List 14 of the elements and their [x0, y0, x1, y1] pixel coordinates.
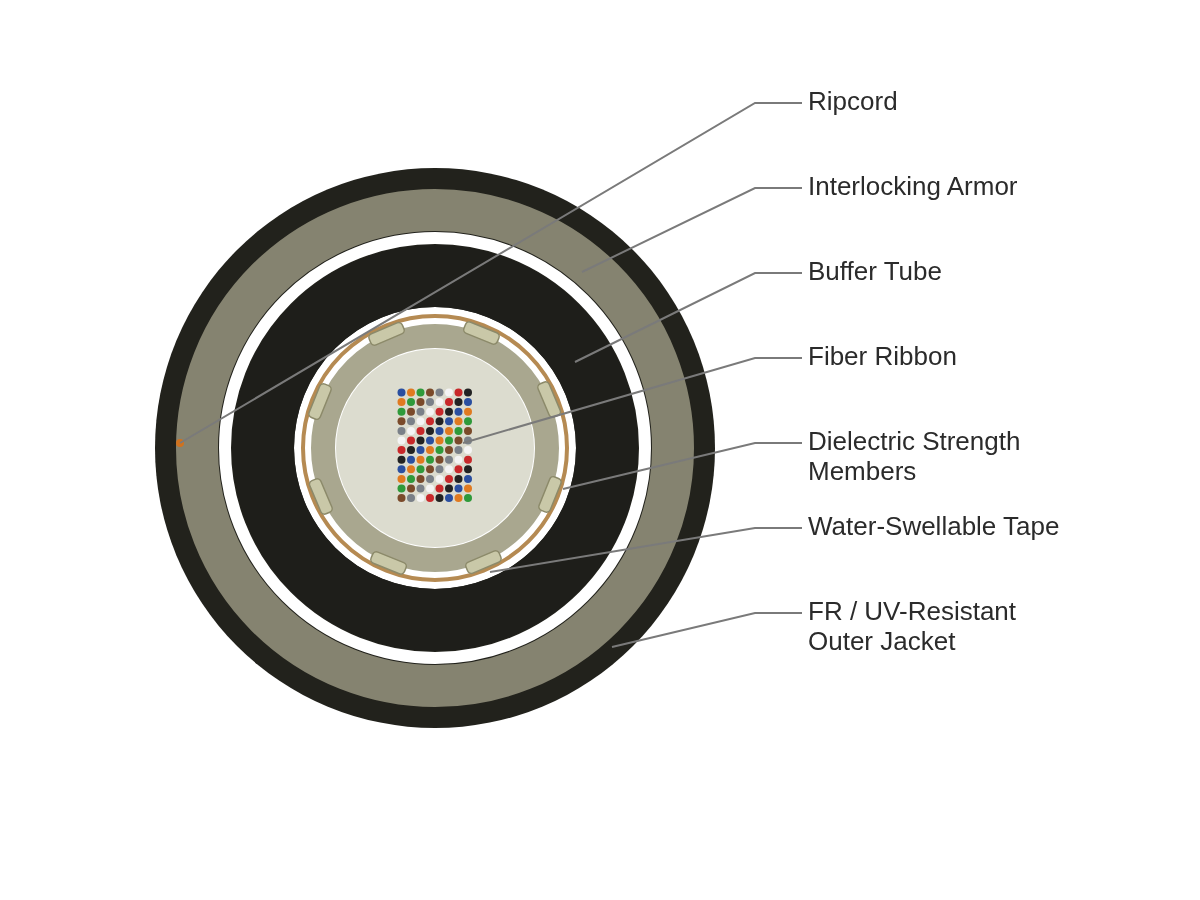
part-label: Interlocking Armor [808, 171, 1078, 201]
part-label: Dielectric Strength Members [808, 426, 1078, 486]
leader-line [562, 442, 803, 490]
part-label: Water-Swellable Tape [808, 511, 1078, 541]
leader-line [462, 357, 803, 444]
part-label: Ripcord [808, 86, 1078, 116]
leader-line [611, 612, 803, 648]
part-label: Fiber Ribbon [808, 341, 1078, 371]
leader-line [574, 272, 803, 363]
leader-line [489, 527, 803, 573]
leader-line [179, 102, 803, 444]
part-label: Buffer Tube [808, 256, 1078, 286]
part-label: FR / UV-Resistant Outer Jacket [808, 596, 1078, 656]
leader-line [581, 187, 803, 273]
